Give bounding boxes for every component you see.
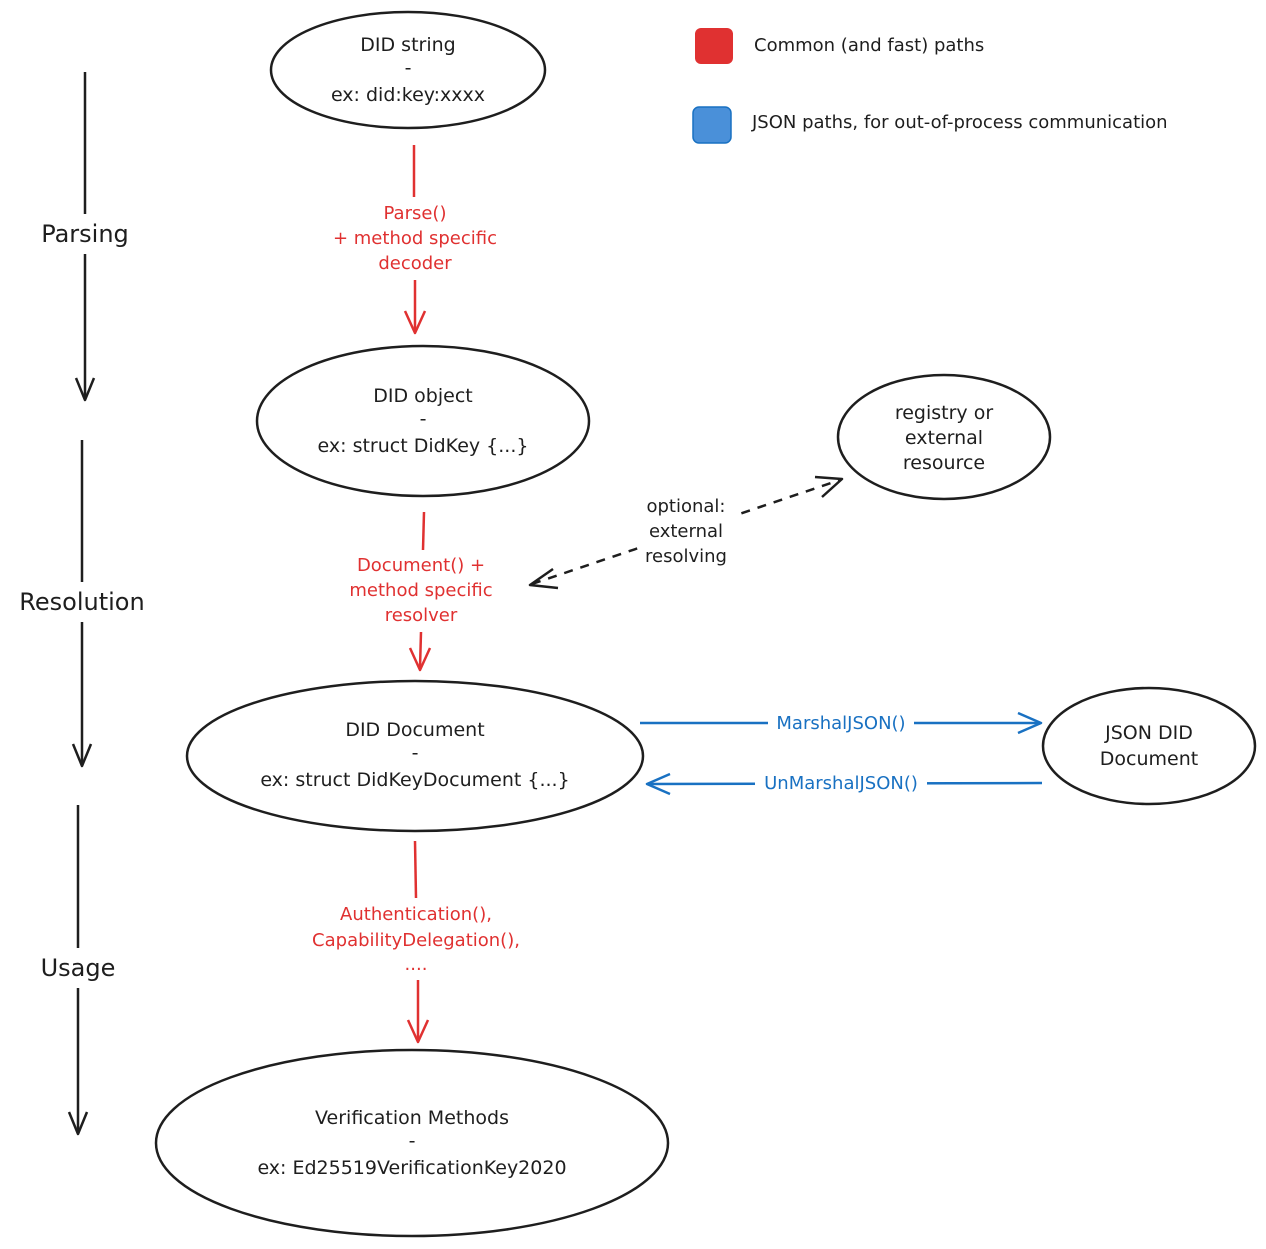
edge-usage-label-line3: ....: [405, 954, 428, 975]
legend: Common (and fast) paths JSON paths, for …: [692, 28, 1168, 144]
edge-document-label-line2: method specific: [349, 580, 492, 601]
edge-parse: Parse() + method specific decoder: [333, 145, 497, 335]
node-did-string: DID string - ex: did:key:xxxx: [269, 10, 547, 130]
edge-optional-label-line1: optional:: [646, 496, 725, 517]
node-registry: registry or external resource: [836, 373, 1052, 501]
edge-parse-label-line3: decoder: [378, 253, 452, 274]
edge-document: Document() + method specific resolver: [349, 511, 493, 672]
verification-methods-dash: -: [409, 1130, 416, 1152]
node-json-did-document: JSON DID Document: [1041, 686, 1257, 806]
edge-usage: Authentication(), CapabilityDelegation()…: [312, 840, 520, 1044]
did-object-dash: -: [420, 408, 427, 430]
did-document-example: ex: struct DidKeyDocument {...}: [260, 769, 569, 791]
edge-parse-label-line1: Parse(): [384, 203, 447, 224]
did-string-dash: -: [405, 57, 412, 79]
edge-unmarshal-label: UnMarshalJSON(): [764, 773, 918, 794]
json-did-document-line1: JSON DID: [1104, 722, 1193, 744]
registry-line2: external: [905, 427, 983, 449]
did-document-title: DID Document: [345, 719, 484, 741]
edge-unmarshal-json: UnMarshalJSON(): [645, 770, 1043, 796]
stage-label-usage: Usage: [41, 954, 116, 982]
verification-methods-title: Verification Methods: [315, 1107, 509, 1129]
did-object-example: ex: struct DidKey {...}: [318, 435, 529, 457]
json-did-document-line2: Document: [1100, 748, 1198, 770]
did-string-example: ex: did:key:xxxx: [331, 84, 485, 106]
edge-optional-label-line3: resolving: [645, 546, 727, 567]
verification-methods-example: ex: Ed25519VerificationKey2020: [257, 1157, 566, 1179]
registry-line3: resource: [903, 452, 985, 474]
edge-usage-label-line2: CapabilityDelegation(),: [312, 930, 520, 951]
edge-parse-label-line2: + method specific: [333, 228, 497, 249]
stage-label-parsing: Parsing: [41, 220, 129, 248]
edge-marshal-label: MarshalJSON(): [776, 713, 905, 734]
legend-label-common: Common (and fast) paths: [754, 35, 984, 56]
did-string-title: DID string: [360, 34, 455, 56]
stage-label-resolution: Resolution: [19, 588, 144, 616]
legend-swatch-red: [695, 28, 733, 64]
registry-line1: registry or: [895, 402, 993, 424]
edge-optional-resolving: optional: external resolving: [528, 475, 844, 590]
legend-label-json: JSON paths, for out-of-process communica…: [751, 112, 1168, 133]
edge-document-label-line1: Document() +: [357, 555, 485, 576]
legend-swatch-blue: [692, 106, 732, 144]
node-verification-methods: Verification Methods - ex: Ed25519Verifi…: [154, 1048, 670, 1238]
node-did-document: DID Document - ex: struct DidKeyDocument…: [185, 679, 645, 833]
did-object-title: DID object: [373, 385, 472, 407]
edge-marshal-json: MarshalJSON(): [640, 710, 1043, 736]
edge-document-label-line3: resolver: [385, 605, 458, 626]
edge-usage-label-line1: Authentication(),: [340, 904, 492, 925]
edge-optional-label-line2: external: [649, 521, 723, 542]
node-did-object: DID object - ex: struct DidKey {...}: [255, 344, 591, 498]
did-document-dash: -: [412, 742, 419, 764]
